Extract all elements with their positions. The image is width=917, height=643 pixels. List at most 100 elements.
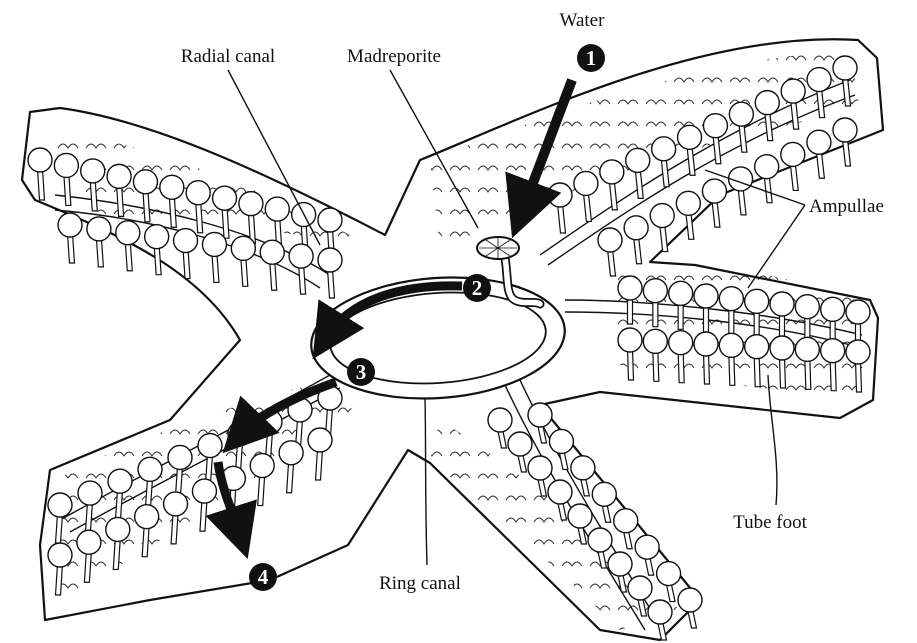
ampulla xyxy=(676,191,700,215)
ampulla xyxy=(669,331,693,355)
ampulla xyxy=(198,434,222,458)
ampulla xyxy=(755,91,779,115)
ampulla xyxy=(702,179,726,203)
label-ring-canal: Ring canal xyxy=(379,573,461,594)
ampulla xyxy=(488,408,512,432)
ampulla xyxy=(116,221,140,245)
ampulla xyxy=(755,155,779,179)
ampulla xyxy=(703,114,727,138)
ampulla xyxy=(807,130,831,154)
ampulla xyxy=(652,137,676,161)
ampulla xyxy=(48,493,72,517)
ampulla xyxy=(571,456,595,480)
ampulla xyxy=(657,562,681,586)
ampulla xyxy=(719,333,743,357)
ampulla xyxy=(574,171,598,195)
ampulla xyxy=(614,509,638,533)
step-marker-1: 1 xyxy=(577,44,605,72)
ampulla xyxy=(138,457,162,481)
leader-ampullae-lower xyxy=(748,205,805,288)
ampulla xyxy=(78,481,102,505)
ampulla xyxy=(58,213,82,237)
ampulla xyxy=(821,297,845,321)
step-marker-3: 3 xyxy=(347,358,375,386)
ampulla xyxy=(678,588,702,612)
ampulla xyxy=(279,441,303,465)
ampulla xyxy=(186,181,210,205)
ampulla xyxy=(624,216,648,240)
ampulla xyxy=(568,504,592,528)
step-number: 2 xyxy=(472,276,483,300)
ampulla xyxy=(192,479,216,503)
ampulla xyxy=(528,403,552,427)
ampulla xyxy=(250,454,274,478)
ampulla xyxy=(618,328,642,352)
ampulla xyxy=(54,153,78,177)
ampulla xyxy=(202,232,226,256)
step-number: 1 xyxy=(586,46,597,70)
ampulla xyxy=(795,295,819,319)
ampulla xyxy=(678,125,702,149)
ampulla xyxy=(48,543,72,567)
ampulla xyxy=(81,159,105,183)
ampulla xyxy=(846,340,870,364)
ampulla xyxy=(626,148,650,172)
ampulla xyxy=(770,336,794,360)
ampulla xyxy=(508,432,532,456)
ampulla xyxy=(28,148,52,172)
ampulla xyxy=(643,279,667,303)
tube-foot xyxy=(678,588,702,628)
ampulla xyxy=(239,192,263,216)
ampulla xyxy=(548,183,572,207)
ampulla xyxy=(289,244,313,268)
label-radial-canal: Radial canal xyxy=(181,46,275,67)
step-number: 4 xyxy=(258,565,269,589)
ampulla xyxy=(145,225,169,249)
ampulla xyxy=(821,339,845,363)
ampulla xyxy=(588,528,612,552)
ampulla xyxy=(600,160,624,184)
ampulla xyxy=(618,276,642,300)
ampulla xyxy=(795,337,819,361)
step-number: 3 xyxy=(356,360,367,384)
ampulla xyxy=(168,445,192,469)
tube-foot xyxy=(87,217,111,267)
ampulla xyxy=(260,240,284,264)
ampulla xyxy=(719,287,743,311)
ampulla xyxy=(174,229,198,253)
label-tube-foot: Tube foot xyxy=(733,512,807,533)
ampulla xyxy=(592,482,616,506)
ampulla xyxy=(318,248,342,272)
ampulla xyxy=(833,118,857,142)
ampulla xyxy=(650,204,674,228)
ampulla xyxy=(745,289,769,313)
label-madreporite: Madreporite xyxy=(347,46,441,67)
ampulla xyxy=(265,197,289,221)
ampulla xyxy=(648,600,672,624)
ampulla xyxy=(598,228,622,252)
ampulla xyxy=(548,480,572,504)
ampulla xyxy=(781,142,805,166)
ampulla xyxy=(106,517,130,541)
ampulla xyxy=(833,56,857,80)
ampulla xyxy=(135,505,159,529)
ampulla xyxy=(528,456,552,480)
label-water: Water xyxy=(560,10,606,31)
ampulla xyxy=(643,329,667,353)
ampulla xyxy=(846,300,870,324)
ampulla xyxy=(669,281,693,305)
ampulla xyxy=(318,208,342,232)
ampulla xyxy=(694,284,718,308)
ampulla xyxy=(160,175,184,199)
step-marker-2: 2 xyxy=(463,274,491,302)
ampulla xyxy=(628,576,652,600)
ampulla xyxy=(745,335,769,359)
ampulla xyxy=(729,102,753,126)
label-ampullae: Ampullae xyxy=(809,196,884,217)
ampulla xyxy=(781,79,805,103)
ampulla xyxy=(77,530,101,554)
ampulla xyxy=(87,217,111,241)
ampulla xyxy=(133,170,157,194)
